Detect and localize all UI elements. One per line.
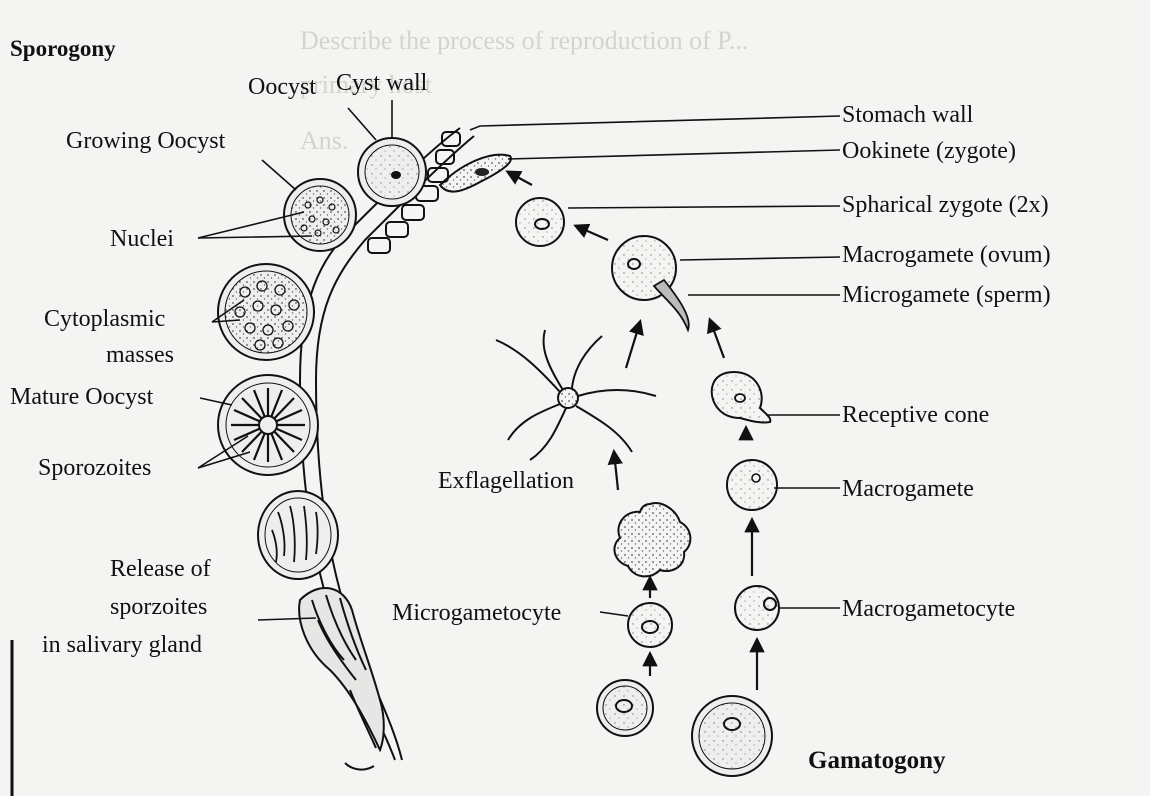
releasing-oocyst-cell — [258, 491, 338, 579]
label-nuclei: Nuclei — [110, 226, 174, 252]
microgamete-star-cell — [614, 503, 690, 576]
label-release-1: Release of — [110, 556, 211, 582]
receptive-cone-cell — [712, 372, 771, 423]
label-microgametocyte: Microgametocyte — [392, 600, 561, 626]
label-macrogamete: Macrogamete — [842, 476, 974, 502]
macrogamete-ovum-cell — [612, 236, 689, 330]
label-release-3: in salivary gland — [42, 632, 202, 658]
label-oocyst: Oocyst — [248, 74, 316, 100]
gametocyte-precursor-small — [597, 680, 653, 736]
title-sporogony: Sporogony — [10, 36, 116, 62]
cytoplasmic-masses-cell — [218, 264, 314, 360]
ookinete-cell — [440, 155, 511, 192]
label-masses: masses — [106, 342, 174, 368]
label-mature-oocyst: Mature Oocyst — [10, 384, 153, 410]
macrogamete-cell — [727, 460, 777, 510]
title-gamatogony: Gamatogony — [808, 748, 946, 774]
spherical-zygote-cell — [516, 198, 564, 246]
gametocyte-precursor-large — [692, 696, 772, 776]
label-macrogamete-ovum: Macrogamete (ovum) — [842, 242, 1051, 268]
label-stomach-wall: Stomach wall — [842, 102, 973, 128]
label-spherical-zygote: Spharical zygote (2x) — [842, 192, 1049, 218]
label-microgamete-sperm: Microgamete (sperm) — [842, 282, 1051, 308]
label-growing-oocyst: Growing Oocyst — [66, 128, 225, 154]
label-sporozoites: Sporozoites — [38, 455, 151, 481]
label-macrogametocyte: Macrogametocyte — [842, 596, 1015, 622]
label-release-2: sporzoites — [110, 594, 207, 620]
salivary-gland — [299, 588, 384, 750]
label-cyst-wall: Cyst wall — [336, 70, 427, 96]
label-ookinete: Ookinete (zygote) — [842, 138, 1016, 164]
label-receptive-cone: Receptive cone — [842, 402, 989, 428]
label-cytoplasmic: Cytoplasmic — [44, 306, 165, 332]
oocyst-cell — [358, 138, 426, 206]
mature-oocyst-cell — [218, 375, 318, 475]
microgametocyte-cell — [628, 603, 672, 647]
label-exflagellation: Exflagellation — [438, 468, 574, 494]
macrogametocyte-cell — [735, 586, 779, 630]
